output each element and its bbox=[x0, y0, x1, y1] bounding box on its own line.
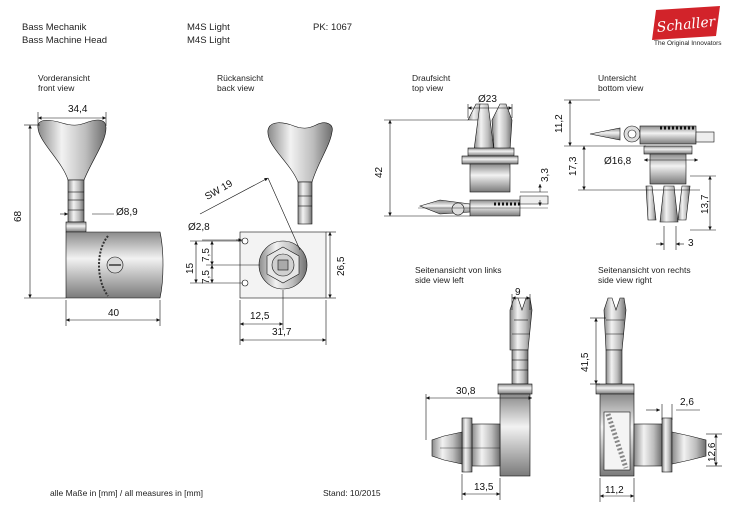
side-left-label-en: side view left bbox=[415, 275, 464, 285]
schaller-logo: Schaller bbox=[650, 6, 722, 44]
dim-bottom-16-8: Ø16,8 bbox=[604, 156, 632, 167]
dim-bottom-13-7: 13,7 bbox=[700, 194, 711, 214]
side-right-label-de: Seitenansicht von rechts bbox=[598, 265, 691, 275]
dim-left-9: 9 bbox=[515, 287, 521, 298]
bottom-view-label-en: bottom view bbox=[598, 83, 644, 93]
bottom-view-label-de: Untersicht bbox=[598, 73, 637, 83]
front-view-label-de: Vorderansicht bbox=[38, 73, 90, 83]
side-left-label-de: Seitenansicht von links bbox=[415, 265, 502, 275]
side-left-drawing bbox=[431, 297, 533, 477]
dim-front-width-base: 40 bbox=[108, 308, 120, 319]
bottom-view-drawing bbox=[589, 125, 715, 223]
side-right-drawing bbox=[595, 297, 707, 477]
dim-front-height: 68 bbox=[13, 210, 24, 222]
dim-back-hole: Ø2,8 bbox=[188, 222, 210, 233]
dim-bottom-3: 3 bbox=[688, 238, 694, 249]
dim-back-31-7: 31,7 bbox=[272, 327, 292, 338]
dim-right-2-6: 2,6 bbox=[680, 397, 694, 408]
model-line-2: M4S Light bbox=[187, 35, 230, 46]
back-view-label-de: Rückansicht bbox=[217, 73, 264, 83]
dim-left-30-8: 30,8 bbox=[456, 386, 476, 397]
product-name-en: Bass Machine Head bbox=[22, 35, 108, 46]
back-view-label-en: back view bbox=[217, 83, 255, 93]
dim-back-15: 15 bbox=[185, 262, 196, 274]
dim-right-11-2: 11,2 bbox=[605, 485, 624, 496]
dim-bottom-17-3: 17,3 bbox=[568, 156, 579, 176]
dim-top-42: 42 bbox=[374, 166, 385, 178]
dim-back-12-5: 12,5 bbox=[250, 311, 270, 322]
top-view-label-de: Draufsicht bbox=[412, 73, 451, 83]
dim-front-shaft: Ø8,9 bbox=[116, 207, 138, 218]
product-name-de: Bass Mechanik bbox=[22, 22, 87, 33]
dim-top-23: Ø23 bbox=[478, 94, 497, 105]
pk-number: PK: 1067 bbox=[313, 22, 353, 33]
dim-back-26-5: 26,5 bbox=[336, 256, 347, 276]
dim-right-41-5: 41,5 bbox=[580, 352, 591, 372]
back-view-drawing bbox=[239, 122, 333, 299]
dim-right-12-6: 12,6 bbox=[707, 442, 718, 462]
front-view-label-en: front view bbox=[38, 83, 75, 93]
model-line-1: M4S Light bbox=[187, 22, 230, 33]
top-view-drawing bbox=[418, 103, 549, 217]
dim-left-13-5: 13,5 bbox=[474, 482, 494, 493]
stand-date: Stand: 10/2015 bbox=[323, 488, 381, 498]
front-view-drawing bbox=[37, 119, 164, 299]
dim-back-7-5-a: 7,5 bbox=[201, 248, 212, 262]
dim-top-3-3: 3,3 bbox=[540, 168, 551, 182]
svg-text:Schaller: Schaller bbox=[656, 14, 717, 36]
dim-front-width-top: 34,4 bbox=[68, 104, 88, 115]
logo-tagline: The Original Innovators bbox=[654, 40, 722, 47]
dim-back-7-5-b: 7,5 bbox=[201, 270, 212, 284]
dim-bottom-11-2: 11,2 bbox=[554, 114, 565, 133]
units-note: alle Maße in [mm] / all measures in [mm] bbox=[50, 488, 204, 498]
side-right-label-en: side view right bbox=[598, 275, 652, 285]
top-view-label-en: top view bbox=[412, 83, 444, 93]
